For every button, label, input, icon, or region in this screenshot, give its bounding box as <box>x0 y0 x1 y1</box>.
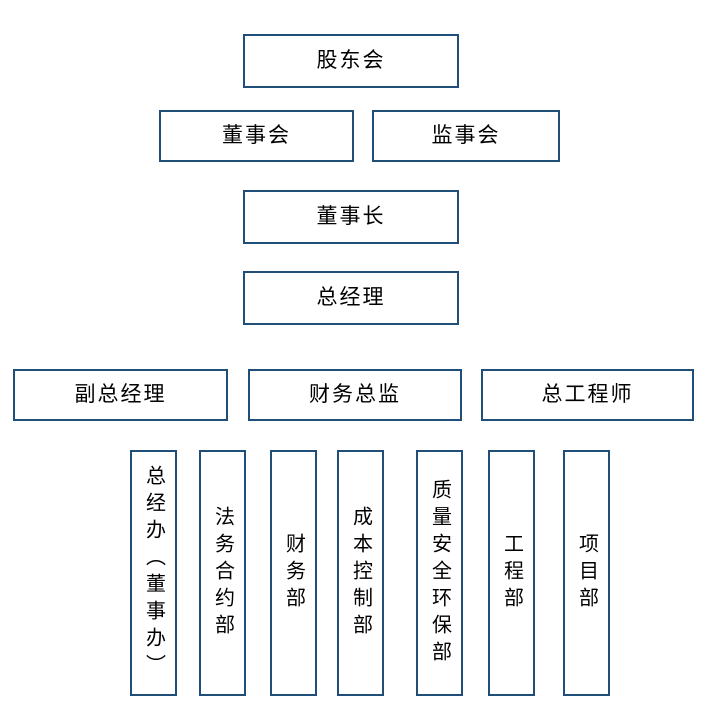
org-node-label: 法务合约部 <box>211 505 234 641</box>
org-node-label: 董事长 <box>316 204 386 229</box>
org-node-quality-safety-environment-dept: 质量安全环保部 <box>416 450 463 696</box>
org-node-engineering-dept: 工程部 <box>488 450 535 696</box>
org-node-deputy-general-manager: 副总经理 <box>13 369 228 421</box>
org-node-board-of-directors: 董事会 <box>159 110 354 162</box>
org-node-label: 股东会 <box>316 48 386 73</box>
org-node-label: 财务部 <box>282 532 305 614</box>
org-node-label: 董事会 <box>222 123 291 148</box>
org-node-finance-dept: 财务部 <box>270 450 317 696</box>
org-node-label: 财务总监 <box>309 382 401 407</box>
org-node-chief-financial-officer: 财务总监 <box>248 369 462 421</box>
org-node-project-dept: 项目部 <box>563 450 610 696</box>
org-node-chief-engineer: 总工程师 <box>481 369 694 421</box>
org-node-label: 质量安全环保部 <box>428 478 451 668</box>
org-node-chairman: 董事长 <box>243 190 459 244</box>
org-node-label: 项目部 <box>575 532 598 614</box>
org-node-general-manager: 总经理 <box>243 271 459 325</box>
org-node-legal-contract-dept: 法务合约部 <box>199 450 246 696</box>
org-node-board-of-supervisors: 监事会 <box>372 110 560 162</box>
org-node-label: 总工程师 <box>541 382 634 407</box>
org-node-shareholders-meeting: 股东会 <box>243 34 459 88</box>
org-node-label: 总经理 <box>316 285 386 310</box>
org-node-cost-control-dept: 成本控制部 <box>337 450 384 696</box>
org-node-label: 副总经理 <box>74 382 167 407</box>
org-node-label: 总经办（董事办） <box>142 465 165 681</box>
org-node-gm-office: 总经办（董事办） <box>130 450 177 696</box>
org-node-label: 工程部 <box>500 532 523 614</box>
org-node-label: 成本控制部 <box>349 505 372 641</box>
org-node-label: 监事会 <box>431 123 501 148</box>
